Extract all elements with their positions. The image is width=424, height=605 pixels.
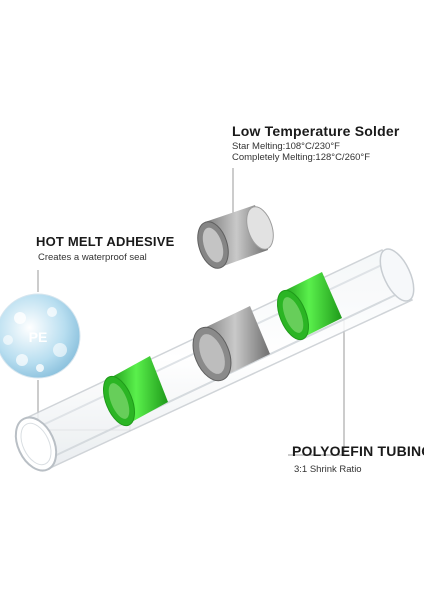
tubing-title: POLYOEFIN TUBING: [292, 443, 424, 459]
right-adhesive-ring: [277, 272, 342, 341]
exploded-solder-ring: [197, 205, 274, 269]
solder-start-melting: Star Melting:108°C/230°F: [232, 141, 340, 152]
pe-pellets-icon: PE: [0, 293, 81, 379]
pe-badge-label: PE: [29, 329, 48, 345]
solder-title: Low Temperature Solder: [232, 123, 400, 139]
left-adhesive-ring: [103, 356, 168, 427]
adhesive-subtitle: Creates a waterproof seal: [38, 252, 147, 263]
tubing-leader-line: [288, 320, 345, 456]
tubing-subtitle: 3:1 Shrink Ratio: [294, 464, 362, 475]
center-solder-ring: [192, 306, 270, 382]
solder-complete-melting: Completely Melting:128°C/260°F: [232, 152, 371, 163]
adhesive-title: HOT MELT ADHESIVE: [36, 234, 175, 249]
